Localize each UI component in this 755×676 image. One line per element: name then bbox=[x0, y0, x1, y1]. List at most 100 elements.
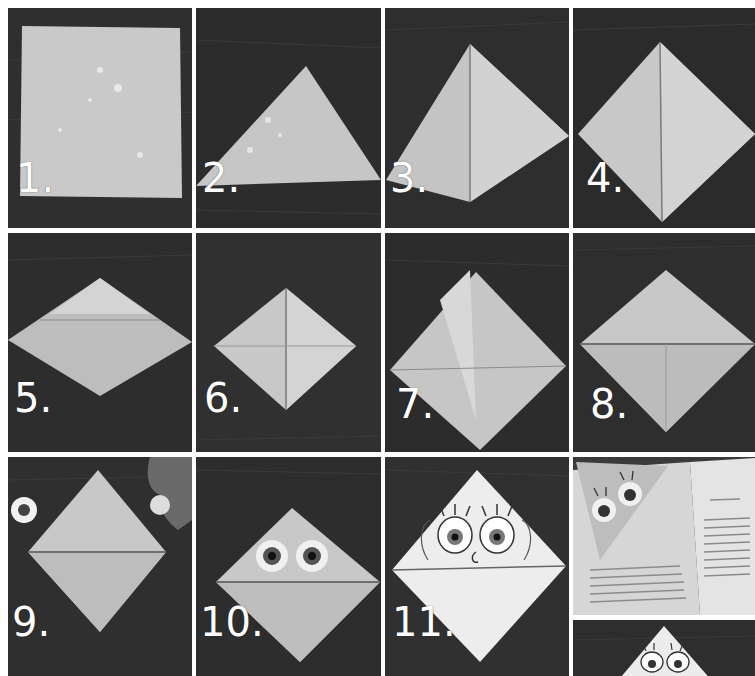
face-eye bbox=[667, 652, 689, 672]
finished-bookmark-photo bbox=[610, 626, 720, 676]
fold-edge bbox=[216, 581, 380, 583]
fold-edge bbox=[392, 566, 566, 570]
fold-crease bbox=[469, 44, 471, 202]
text-lines bbox=[704, 499, 750, 576]
eye-pupil bbox=[494, 534, 501, 541]
paper-speckles bbox=[58, 67, 143, 158]
step-number: 11. bbox=[392, 602, 456, 642]
paper-flap bbox=[660, 42, 755, 222]
step-number: 6. bbox=[204, 378, 242, 418]
paper-folded bbox=[386, 44, 569, 202]
speckle bbox=[97, 67, 103, 73]
step-number: 4. bbox=[586, 158, 624, 198]
face-nose bbox=[472, 552, 478, 562]
eye-pupil bbox=[674, 660, 682, 668]
bookmark-eye bbox=[592, 498, 616, 522]
paper-pocket bbox=[580, 344, 755, 432]
eye-pupil bbox=[308, 552, 316, 560]
paper-diamond bbox=[580, 270, 755, 432]
wood-panel bbox=[385, 8, 569, 228]
paper-speckles bbox=[247, 117, 282, 153]
text-lines bbox=[590, 566, 686, 602]
fold-edge bbox=[580, 343, 755, 345]
paper-flap bbox=[286, 288, 356, 410]
hand bbox=[148, 457, 192, 530]
wood-panel bbox=[8, 233, 192, 452]
book-text-lines bbox=[590, 499, 750, 602]
speckle bbox=[137, 152, 143, 158]
fold-crease bbox=[285, 288, 287, 410]
wood-panel bbox=[573, 457, 755, 615]
fold-crease bbox=[40, 320, 160, 321]
fold-crease bbox=[660, 42, 662, 222]
eye-pupil bbox=[452, 534, 459, 541]
step-3-photo bbox=[386, 44, 569, 202]
paper-diamond bbox=[578, 42, 755, 222]
bookmark-corner bbox=[576, 462, 668, 560]
eye-iris bbox=[447, 529, 463, 545]
eye-iris bbox=[263, 547, 281, 565]
step-number: 8. bbox=[590, 384, 628, 424]
speckle bbox=[58, 128, 62, 132]
fold-edge bbox=[28, 551, 166, 553]
book-left-page bbox=[573, 462, 700, 615]
fold-crease bbox=[214, 346, 356, 347]
face-eye bbox=[480, 517, 514, 553]
step-4-photo bbox=[578, 42, 755, 222]
eye-pupil bbox=[624, 489, 636, 501]
step-number: 2. bbox=[202, 158, 240, 198]
book-right-page bbox=[690, 458, 755, 615]
speckle bbox=[88, 98, 92, 102]
fold-crease bbox=[666, 344, 667, 432]
bookmark-eye bbox=[618, 482, 642, 506]
paper-diamond bbox=[392, 470, 566, 662]
speckle bbox=[278, 133, 282, 137]
step-number: 10. bbox=[200, 602, 264, 642]
eyelashes bbox=[643, 643, 683, 651]
wood-panel bbox=[196, 233, 381, 452]
step-number: 7. bbox=[396, 384, 434, 424]
step-number: 3. bbox=[390, 158, 428, 198]
eye-pupil bbox=[18, 504, 30, 516]
paper-eye bbox=[11, 497, 37, 523]
eye-iris bbox=[489, 529, 505, 545]
eye-pupil bbox=[598, 505, 610, 517]
paper-eye bbox=[256, 540, 288, 572]
step-number: 1. bbox=[16, 158, 54, 198]
wood-panels bbox=[8, 8, 755, 676]
eye-pupil bbox=[648, 660, 656, 668]
wood-panel bbox=[573, 8, 755, 228]
step-7-photo bbox=[390, 270, 566, 450]
book-photo bbox=[573, 458, 755, 615]
face-eye bbox=[641, 652, 663, 672]
speckle bbox=[247, 147, 253, 153]
paper-diamond bbox=[610, 626, 720, 676]
paper-eye bbox=[150, 495, 170, 515]
step-11-photo bbox=[392, 470, 566, 662]
paper-diamond bbox=[390, 272, 566, 450]
step-8-photo bbox=[580, 270, 755, 432]
wood-panel bbox=[8, 457, 192, 676]
wood-grain bbox=[8, 22, 755, 640]
wood-panel bbox=[573, 233, 755, 452]
wood-panel bbox=[385, 233, 569, 452]
step-number: 5. bbox=[14, 378, 52, 418]
eyelashes bbox=[594, 471, 633, 496]
wood-panel bbox=[385, 457, 569, 676]
paper-eye bbox=[296, 540, 328, 572]
step-number: 9. bbox=[12, 602, 50, 642]
paper-flap bbox=[440, 270, 476, 420]
eyelashes bbox=[440, 504, 512, 516]
wood-grain-lines bbox=[8, 22, 755, 640]
speckle bbox=[265, 117, 271, 123]
face-outline bbox=[421, 520, 530, 560]
speckle bbox=[114, 84, 122, 92]
eye-iris bbox=[303, 547, 321, 565]
wood-panel bbox=[8, 8, 192, 228]
paper-flap bbox=[470, 44, 569, 202]
face-eye bbox=[438, 517, 472, 553]
eye-pupil bbox=[268, 552, 276, 560]
